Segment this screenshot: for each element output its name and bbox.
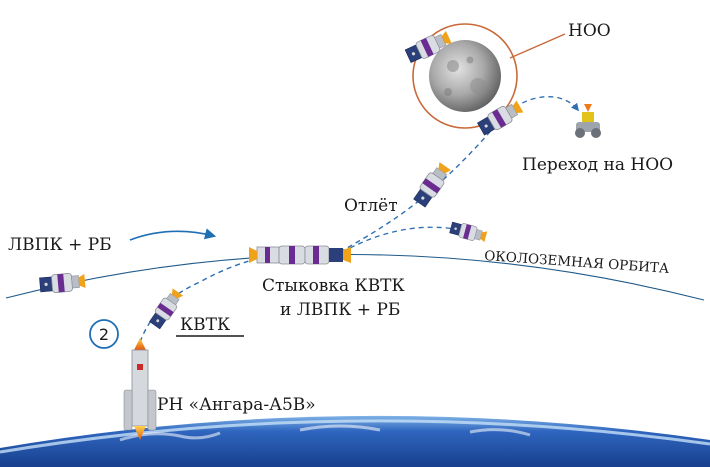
earth-horizon [0,415,710,467]
spacecraft-icon [411,160,454,209]
noo-leader-line [509,33,566,59]
rocket-icon [123,338,157,440]
stage-number-circle [89,319,119,349]
label-kvtk: КВТК [180,315,230,335]
moon-group [412,23,566,129]
label-docking-line2: и ЛВПК + РБ [280,300,400,320]
label-transfer-noo: Переход на НОО [522,155,673,175]
label-lvpk-rb: ЛВПК + РБ [8,235,112,255]
approach-arrow [129,228,217,241]
docked-stack-icon [249,245,351,265]
label-rocket: РН «Ангара-А5В» [157,395,316,415]
spacecraft-icon [448,220,489,245]
label-departure: Отлёт [344,196,398,216]
label-docking-line1: Стыковка КВТК [262,276,405,296]
ascent-trajectory [139,256,263,343]
stage-number: 2 [99,325,109,344]
label-noo: НОО [568,21,611,41]
leo-orbit-line [5,253,705,301]
lander-icon [575,104,601,138]
transfer-trajectory [339,119,501,253]
moon-orbit-circle [412,23,518,129]
spacecraft-icon [38,271,87,295]
label-leo-orbit: ОКОЛОЗЕМНАЯ ОРБИТА [484,248,671,277]
